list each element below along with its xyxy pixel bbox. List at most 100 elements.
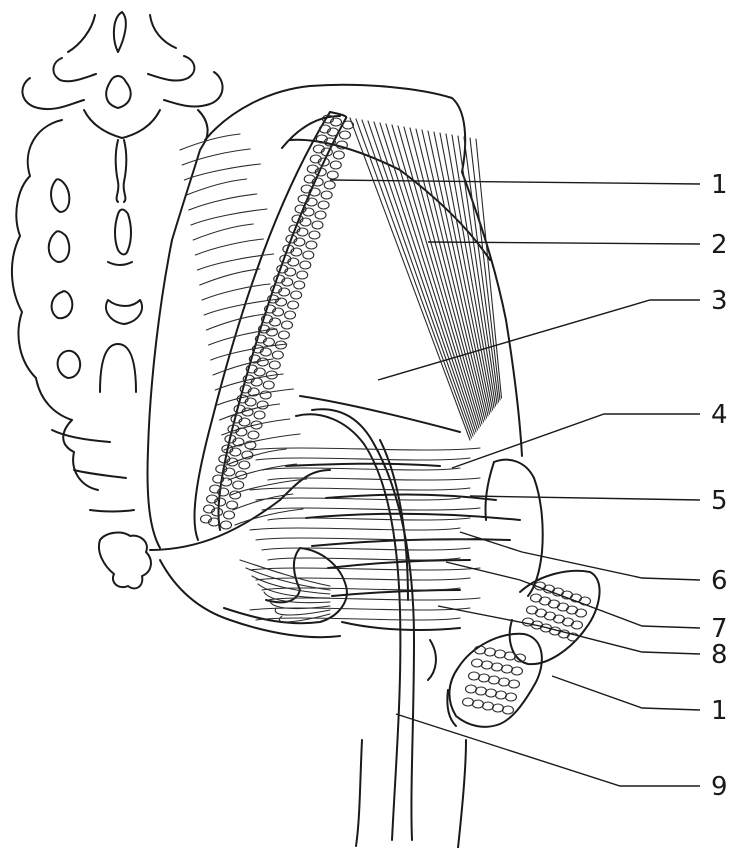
- fibre-cell: [263, 381, 274, 389]
- fibre-cell: [309, 231, 320, 239]
- fibre-stroke: [374, 122, 476, 432]
- label-6: 6: [711, 566, 728, 596]
- fibre-cell: [576, 609, 587, 617]
- fibre-cell: [285, 311, 296, 319]
- label-5: 5: [711, 486, 728, 516]
- fibre-stroke: [189, 194, 257, 210]
- fibre-stroke: [256, 578, 470, 580]
- fibre-stroke: [182, 149, 250, 165]
- fibre-stroke: [275, 608, 330, 615]
- fibre-cell: [303, 251, 314, 259]
- fibre-cell: [503, 706, 514, 714]
- fibre-cell: [257, 401, 268, 409]
- fibre-cell: [300, 261, 311, 269]
- fibre-cell: [248, 431, 259, 439]
- fibre-cell: [297, 271, 308, 279]
- muscle-fibre-hatching: [180, 118, 502, 622]
- fibre-stroke: [386, 124, 479, 428]
- label-8: 8: [711, 640, 728, 670]
- fibre-stroke: [240, 560, 330, 586]
- fibre-cell: [505, 652, 516, 660]
- fibre-cell: [221, 521, 232, 529]
- fibre-stroke: [193, 224, 253, 240]
- fibre-stroke: [268, 558, 460, 560]
- leader-1b: [552, 676, 700, 710]
- fibre-stroke: [356, 119, 472, 438]
- fibre-cell: [306, 241, 317, 249]
- fibre-cell: [227, 501, 238, 509]
- fibre-cell: [483, 702, 494, 710]
- fibre-cell: [499, 678, 510, 686]
- fibre-stroke: [217, 389, 293, 405]
- fibre-cell: [339, 131, 350, 139]
- fibre-cell: [269, 361, 280, 369]
- fibre-cell: [512, 667, 523, 675]
- fibre-cell: [318, 201, 329, 209]
- leader-4: [452, 414, 700, 468]
- fibre-cell: [495, 650, 506, 658]
- fibre-cell: [486, 689, 497, 697]
- fibre-stroke: [368, 121, 475, 434]
- fibre-cell: [466, 685, 477, 693]
- fibre-cell: [321, 191, 332, 199]
- sacrum-outline: [12, 12, 223, 588]
- label-4: 4: [711, 400, 728, 430]
- fibre-stroke: [180, 134, 240, 150]
- leader-1: [330, 180, 700, 184]
- fibre-cell: [496, 691, 507, 699]
- fibre-cell: [272, 351, 283, 359]
- fibre-stroke: [250, 568, 480, 570]
- fibre-cell: [254, 411, 265, 419]
- fibre-cell: [291, 291, 302, 299]
- fibre-stroke: [270, 600, 330, 608]
- label-9: 9: [711, 772, 728, 802]
- fibre-cell: [239, 461, 250, 469]
- fibre-cell: [492, 663, 503, 671]
- fibre-stroke: [262, 468, 460, 470]
- fibre-stroke: [262, 548, 470, 550]
- fibre-stroke: [256, 498, 460, 500]
- fibre-stroke: [268, 518, 470, 520]
- leader-5: [470, 496, 700, 500]
- fibre-cell: [330, 161, 341, 169]
- fibre-cell: [479, 674, 490, 682]
- label-1b: 1: [711, 696, 728, 726]
- label-3: 3: [711, 286, 728, 316]
- fibre-cell: [343, 121, 354, 129]
- fibre-cell: [485, 648, 496, 656]
- fibre-cell: [333, 151, 344, 159]
- label-2: 2: [711, 230, 728, 260]
- fibre-cell: [260, 391, 271, 399]
- fibre-cell: [493, 704, 504, 712]
- fibre-stroke: [268, 598, 480, 600]
- leader-lines: [330, 180, 700, 786]
- fibre-cell: [509, 680, 520, 688]
- fibre-cell: [476, 687, 487, 695]
- label-1: 1: [711, 170, 728, 200]
- fibre-stroke: [226, 449, 286, 465]
- fibre-cell: [472, 659, 483, 667]
- fibre-stroke: [398, 126, 482, 424]
- labels: 1 2 3 4 5 6 7 8 1 9: [711, 170, 728, 802]
- fibre-stroke: [213, 359, 273, 375]
- fibre-cell: [288, 301, 299, 309]
- fibre-stroke: [187, 179, 247, 195]
- fibre-cell: [294, 281, 305, 289]
- fibre-cell: [489, 676, 500, 684]
- fibre-cell: [233, 481, 244, 489]
- fibre-stroke: [202, 284, 270, 300]
- fibre-cell: [469, 672, 480, 680]
- fibre-cell: [473, 700, 484, 708]
- fibre-cell: [278, 331, 289, 339]
- fibre-stroke: [195, 239, 263, 255]
- leader-9: [396, 714, 700, 786]
- fibre-stroke: [458, 136, 497, 404]
- fibre-cell: [463, 698, 474, 706]
- fibre-cell: [312, 221, 323, 229]
- fibre-cell: [502, 665, 513, 673]
- fibre-stroke: [191, 209, 267, 225]
- fibre-cell: [324, 181, 335, 189]
- fibre-stroke: [250, 528, 460, 530]
- fibre-stroke: [250, 488, 470, 490]
